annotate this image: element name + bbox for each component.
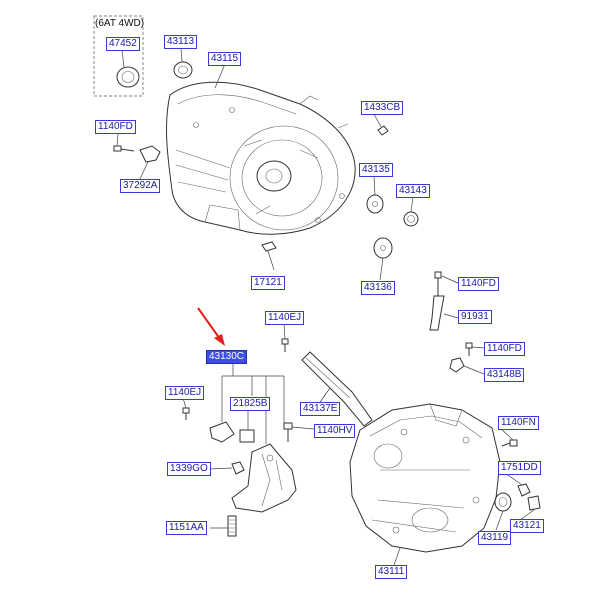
plug-1433CB: [377, 125, 389, 136]
part-label-43135[interactable]: 43135: [359, 163, 393, 177]
part-label-43119[interactable]: 43119: [478, 531, 512, 545]
sensor-37292A: [139, 145, 161, 163]
transmission-case-43111: [349, 403, 501, 553]
part-label-1140FD-b[interactable]: 1140FD: [458, 277, 499, 291]
part-label-43115[interactable]: 43115: [208, 52, 242, 66]
stud-1151AA: [227, 515, 237, 537]
part-label-1140FD-a[interactable]: 1140FD: [95, 120, 136, 134]
seal-43143: [403, 211, 419, 227]
magnet-17121: [261, 241, 277, 252]
part-label-43143[interactable]: 43143: [396, 184, 430, 198]
part-label-17121[interactable]: 17121: [251, 276, 285, 290]
washer-43136: [373, 237, 393, 259]
guide-43137E: [301, 351, 373, 427]
part-label-43148B[interactable]: 43148B: [484, 368, 525, 382]
variant-note: (6AT 4WD): [95, 18, 145, 29]
mount-piece: [209, 421, 235, 443]
bolt-1140EJ-a: [281, 338, 289, 352]
part-label-91931[interactable]: 91931: [458, 310, 492, 324]
part-label-1339GO[interactable]: 1339GO: [167, 462, 211, 476]
part-label-47452[interactable]: 47452: [106, 37, 140, 51]
leader-lines: [116, 47, 535, 566]
mount-bracket-43130C: [231, 443, 297, 513]
part-label-1140EJ-a[interactable]: 1140EJ: [265, 311, 305, 325]
part-label-43113[interactable]: 43113: [164, 35, 198, 49]
part-label-1140FD-c[interactable]: 1140FD: [484, 342, 525, 356]
part-label-21825B[interactable]: 21825B: [230, 397, 271, 411]
bolt-1140FN: [501, 439, 518, 447]
part-label-1140HV[interactable]: 1140HV: [314, 424, 356, 438]
variant-group-box: [93, 15, 144, 97]
part-label-1751DD[interactable]: 1751DD: [498, 461, 541, 475]
bolt-1140FD-a: [113, 145, 135, 152]
bolt-1140HV: [283, 422, 293, 442]
part-label-1140EJ-b[interactable]: 1140EJ: [165, 386, 205, 400]
part-label-1151AA[interactable]: 1151AA: [166, 521, 207, 535]
part-label-1140FN[interactable]: 1140FN: [498, 416, 539, 430]
seal-ring-47452: [116, 66, 140, 88]
part-label-43130C[interactable]: 43130C: [206, 350, 248, 364]
plug-43121: [527, 495, 541, 511]
part-label-43137E[interactable]: 43137E: [300, 402, 341, 416]
seal-43119: [494, 492, 512, 512]
bush-21825B: [239, 429, 255, 443]
red-pointer-arrow: [197, 307, 225, 346]
bolt-1140EJ-b: [182, 407, 190, 420]
part-label-1433CB[interactable]: 1433CB: [361, 101, 404, 115]
part-label-43121[interactable]: 43121: [510, 519, 544, 533]
washer-43135: [366, 194, 384, 214]
part-label-37292A[interactable]: 37292A: [120, 179, 161, 193]
nut-1339GO: [231, 461, 245, 475]
oil-seal-43113: [173, 61, 193, 79]
bracket-91931: [429, 271, 445, 331]
bolt-1140FD-c: [465, 342, 473, 356]
plug-1751DD: [517, 483, 531, 497]
part-label-43136[interactable]: 43136: [361, 281, 395, 295]
clutch-housing-43115: [166, 81, 356, 235]
part-label-43111[interactable]: 43111: [375, 565, 408, 579]
clip-43148B: [449, 357, 465, 373]
